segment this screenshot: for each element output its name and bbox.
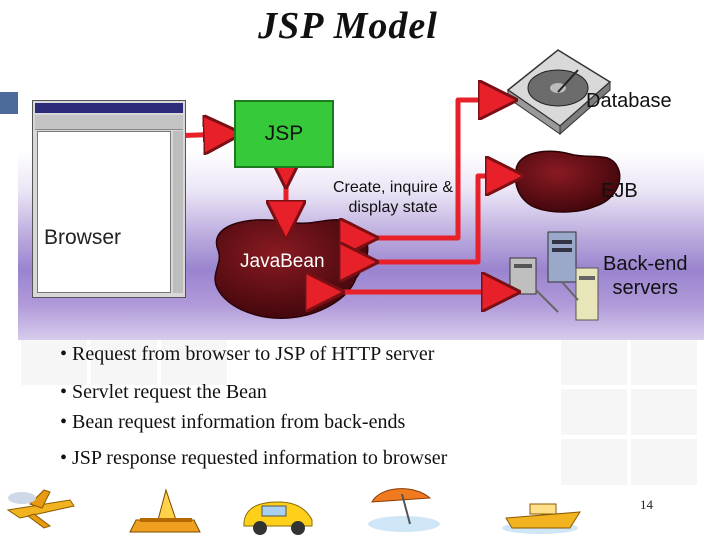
flow-arrows (168, 100, 510, 292)
backend-label: Back-end servers (603, 252, 688, 300)
backend-label-line1: Back-end (603, 253, 688, 275)
car-icon (243, 501, 313, 535)
jsp-model-diagram: JSP Model Browser JSP Create, inquire & … (18, 0, 704, 340)
airplane-icon (6, 489, 75, 529)
bullet-item: • JSP response requested information to … (60, 447, 448, 469)
jsp-node: JSP (234, 100, 334, 168)
diagram-artwork (18, 49, 621, 321)
create-inquire-label: Create, inquire & display state (308, 178, 478, 218)
browser-label: Browser (44, 226, 122, 249)
javabean-label: JavaBean (240, 251, 325, 272)
browser-window (32, 100, 186, 298)
bullet-item: • Request from browser to JSP of HTTP se… (60, 343, 435, 365)
database-icon (506, 49, 612, 136)
server-icon (509, 231, 599, 321)
page-number: 14 (640, 497, 653, 512)
browser-scrollbar (173, 131, 183, 293)
browser-toolbar (35, 115, 183, 130)
ejb-blob (514, 150, 621, 213)
boat-icon (129, 488, 201, 533)
footer-icon-strip (6, 488, 581, 535)
browser-page (37, 131, 171, 293)
database-label: Database (586, 90, 672, 112)
bullet-item: • Bean request information from back-end… (60, 411, 406, 433)
bullet-item: • Servlet request the Bean (60, 381, 267, 403)
create-label-line2: display state (348, 199, 438, 216)
umbrella-icon (368, 488, 440, 532)
browser-titlebar (35, 103, 183, 113)
backend-label-line2: servers (612, 277, 679, 299)
ship-icon (502, 503, 581, 534)
ejb-label: EJB (601, 180, 638, 202)
create-label-line1: Create, inquire & (332, 179, 454, 196)
diagram-title: JSP Model (258, 5, 438, 47)
tile-background (0, 330, 720, 486)
